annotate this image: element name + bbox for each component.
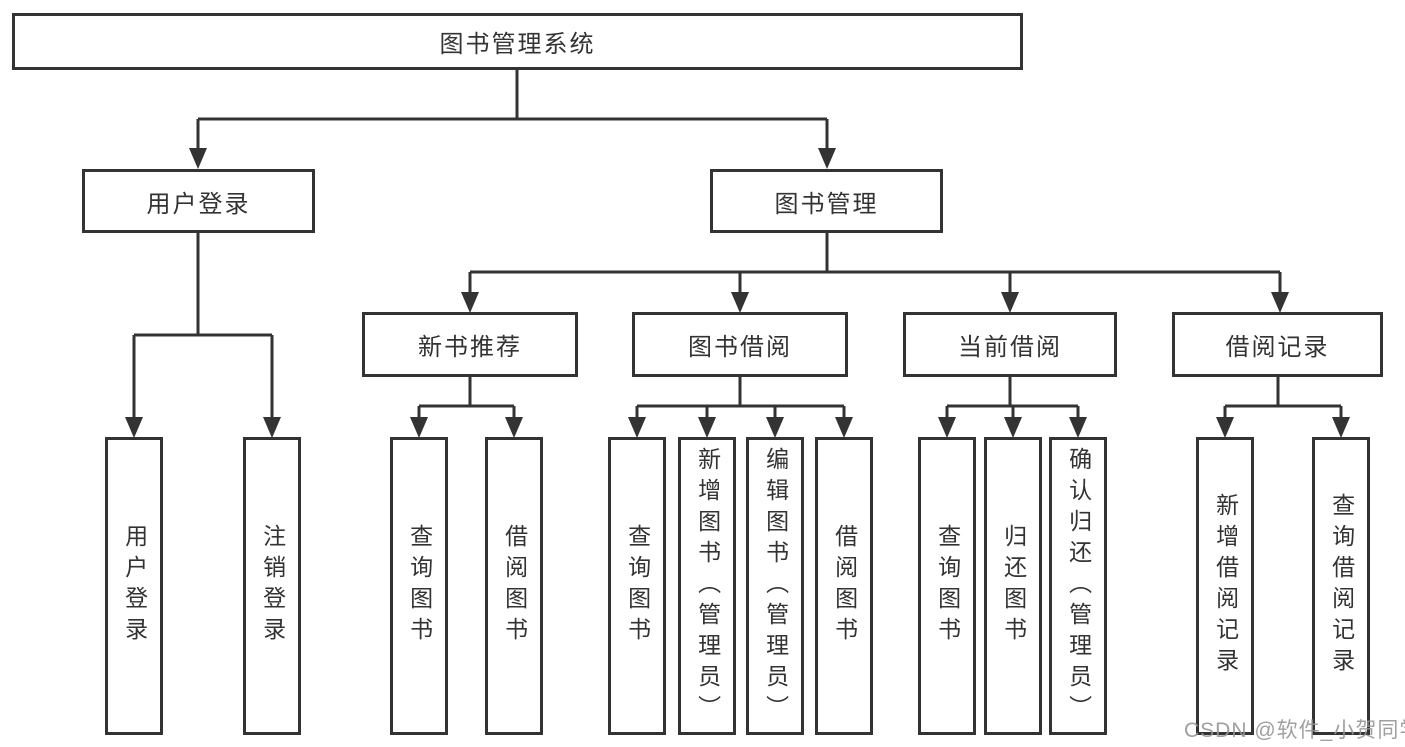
node-current-borrowing: 当前借阅 — [903, 312, 1117, 377]
node-leaf-logout: 注销登录 — [243, 437, 301, 735]
node-book-borrowing: 图书借阅 — [632, 312, 848, 377]
node-leaf-logout-label: 注销登录 — [259, 524, 286, 648]
node-leaf-borrowing-add-books-admin-label: 新增图书（管理员） — [694, 446, 721, 726]
node-leaf-borrowing-edit-books-admin-label: 编辑图书（管理员） — [762, 446, 789, 726]
node-root-label: 图书管理系统 — [439, 31, 596, 58]
node-book-borrowing-label: 图书借阅 — [688, 334, 792, 361]
node-leaf-current-query-books: 查询图书 — [918, 437, 976, 735]
node-leaf-current-return-books-label: 归还图书 — [1000, 524, 1027, 648]
node-leaf-borrowing-borrow-books: 借阅图书 — [815, 437, 873, 735]
node-user-login-label: 用户登录 — [146, 190, 251, 218]
node-leaf-current-return-books: 归还图书 — [984, 437, 1042, 735]
node-leaf-recommend-borrow-books: 借阅图书 — [485, 437, 543, 735]
node-leaf-recommend-query-books-label: 查询图书 — [406, 524, 433, 648]
node-root: 图书管理系统 — [12, 13, 1023, 70]
node-user-login: 用户登录 — [82, 169, 315, 233]
node-current-borrowing-label: 当前借阅 — [958, 334, 1062, 361]
node-leaf-borrowing-edit-books-admin: 编辑图书（管理员） — [746, 437, 804, 735]
node-leaf-borrowing-add-books-admin: 新增图书（管理员） — [678, 437, 736, 735]
node-leaf-recommend-borrow-books-label: 借阅图书 — [501, 524, 528, 648]
node-leaf-recommend-query-books: 查询图书 — [390, 437, 448, 735]
node-leaf-current-confirm-return-admin-label: 确认归还（管理员） — [1065, 446, 1092, 726]
node-leaf-user-login-label: 用户登录 — [121, 524, 148, 648]
csdn-watermark: CSDN @软件_小贺同学 — [1184, 719, 1405, 742]
node-leaf-borrowing-query-books-label: 查询图书 — [624, 524, 651, 648]
node-leaf-user-login: 用户登录 — [105, 437, 163, 735]
node-borrowing-records: 借阅记录 — [1172, 312, 1383, 377]
node-new-book-recommendation: 新书推荐 — [362, 312, 578, 377]
node-leaf-records-query-record: 查询借阅记录 — [1312, 437, 1370, 735]
node-leaf-current-query-books-label: 查询图书 — [934, 524, 961, 648]
node-leaf-records-add-record-label: 新增借阅记录 — [1212, 493, 1239, 679]
node-new-book-recommendation-label: 新书推荐 — [418, 334, 522, 361]
node-leaf-records-add-record: 新增借阅记录 — [1196, 437, 1254, 735]
arrowheads — [125, 148, 1350, 438]
node-book-management-label: 图书管理 — [774, 190, 879, 218]
node-book-management: 图书管理 — [710, 169, 943, 233]
node-leaf-current-confirm-return-admin: 确认归还（管理员） — [1049, 437, 1107, 735]
node-leaf-borrowing-borrow-books-label: 借阅图书 — [831, 524, 858, 648]
node-borrowing-records-label: 借阅记录 — [1225, 334, 1330, 361]
node-leaf-borrowing-query-books: 查询图书 — [608, 437, 666, 735]
node-leaf-records-query-record-label: 查询借阅记录 — [1328, 493, 1355, 679]
tree-edges — [132, 69, 1343, 419]
